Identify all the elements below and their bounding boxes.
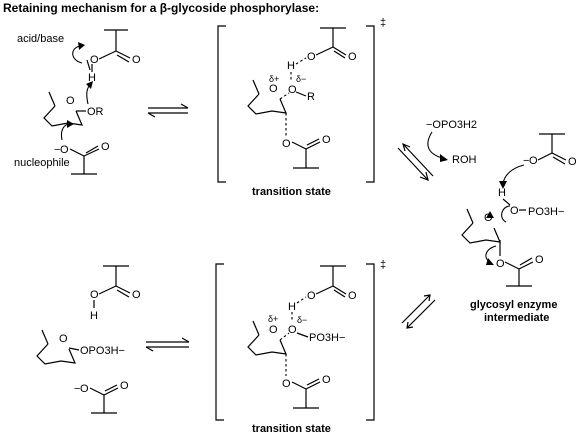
svg-text:O: O — [348, 290, 357, 302]
svg-text:O: O — [90, 54, 99, 66]
svg-text:O: O — [132, 54, 141, 66]
svg-text:O: O — [307, 290, 316, 302]
svg-text:O: O — [288, 324, 297, 336]
svg-text:O: O — [282, 378, 291, 390]
product-complex: O O H O OPO3H− − O O — [36, 265, 141, 414]
svg-text:O: O — [269, 324, 278, 336]
svg-text:O: O — [282, 138, 291, 150]
glycosyl-phosphate-label: OPO3H− — [80, 345, 125, 357]
svg-text:‡: ‡ — [380, 259, 386, 271]
svg-text:O: O — [59, 333, 68, 345]
svg-text:O: O — [101, 141, 110, 153]
phosphate-exchange: −OPO3H2 ROH — [397, 119, 477, 181]
svg-text:O: O — [90, 289, 99, 301]
svg-text:−: − — [74, 383, 80, 395]
svg-text:transition state: transition state — [252, 423, 331, 435]
svg-text:δ−: δ− — [296, 74, 306, 84]
svg-text:PO3H−: PO3H− — [309, 332, 345, 344]
intermediate-label-line1: glycosyl enzyme — [470, 299, 557, 311]
svg-text:O: O — [568, 156, 577, 168]
transition-state-top: ‡ H O O O δ+ O δ− R O O transition state — [217, 17, 386, 198]
acid-base-proton: H — [88, 72, 96, 84]
svg-text:O: O — [288, 84, 297, 96]
svg-text:O: O — [535, 254, 544, 266]
svg-text:O: O — [529, 155, 538, 167]
transition-state-label: transition state — [252, 186, 331, 198]
substrate-complex: acid/base O O H O OR − O O nucleo — [14, 29, 141, 175]
aglycone-OR: OR — [87, 106, 104, 118]
svg-text:PO3H−: PO3H− — [528, 206, 564, 218]
svg-text:O: O — [269, 83, 278, 95]
double-dagger: ‡ — [380, 17, 386, 29]
svg-text:O: O — [322, 134, 331, 146]
intermediate-label-line2: intermediate — [484, 312, 549, 324]
equilibrium-arrow-1 — [147, 103, 189, 118]
acid-base-label: acid/base — [17, 33, 64, 45]
svg-text:O: O — [348, 51, 357, 63]
svg-text:O: O — [484, 212, 493, 224]
scheme-title: Retaining mechanism for a β-glycoside ph… — [3, 1, 319, 15]
svg-text:δ+: δ+ — [268, 314, 278, 324]
svg-text:O: O — [120, 380, 129, 392]
svg-text:O: O — [322, 374, 331, 386]
svg-text:O: O — [307, 51, 316, 63]
svg-text:H: H — [288, 301, 296, 313]
svg-text:δ+: δ+ — [269, 74, 279, 84]
svg-text:δ−: δ− — [297, 315, 307, 325]
equilibrium-arrow-3 — [401, 294, 436, 329]
svg-text:R: R — [307, 91, 315, 103]
nucleophile-label: nucleophile — [14, 157, 70, 169]
glycosyl-enzyme-intermediate: − O O H O PO3H− O O O glycosyl enzyme in… — [461, 133, 577, 324]
svg-text:H: H — [287, 60, 295, 72]
svg-text:O: O — [496, 258, 505, 270]
svg-text:−: − — [54, 144, 60, 156]
svg-text:ROH: ROH — [452, 154, 477, 166]
svg-text:O: O — [132, 289, 141, 301]
transition-state-bottom: ‡ H O O O δ+ O δ− PO3H− O O transition s… — [215, 259, 386, 435]
svg-text:O: O — [80, 383, 89, 395]
svg-text:H: H — [90, 310, 98, 322]
svg-text:O: O — [510, 205, 519, 217]
svg-text:−OPO3H2: −OPO3H2 — [426, 119, 477, 131]
svg-text:H: H — [498, 187, 506, 199]
svg-text:O: O — [66, 95, 75, 107]
equilibrium-arrow-4 — [145, 337, 190, 352]
svg-text:−: − — [523, 155, 529, 167]
svg-text:O: O — [60, 144, 69, 156]
